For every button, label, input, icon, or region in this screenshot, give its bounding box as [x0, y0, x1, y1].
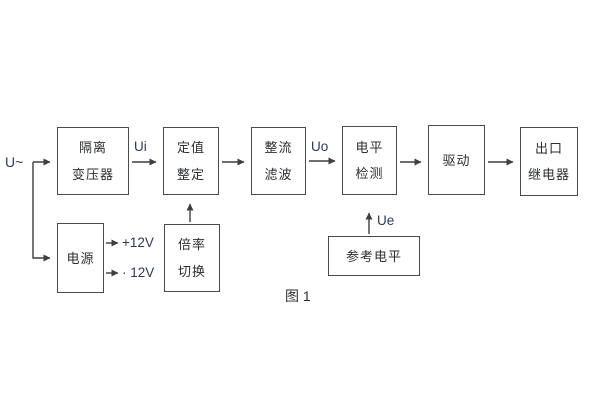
rail-label-negative-12v: · 12V	[122, 265, 155, 280]
figure-caption: 图 1	[285, 288, 311, 304]
block-power-supply: 电源	[57, 223, 104, 293]
block-label: 定值	[176, 140, 205, 156]
block-isolation-transformer: 隔离 变压器	[57, 127, 129, 195]
block-label: 倍率	[177, 237, 206, 253]
block-setting: 定值 整定	[163, 127, 219, 195]
block-label: 驱动	[442, 152, 471, 168]
block-label: 整定	[176, 166, 205, 182]
block-drive: 驱动	[428, 125, 485, 195]
block-reference-level: 参考电平	[328, 236, 420, 276]
block-output-relay: 出口 继电器	[520, 127, 578, 196]
block-label: 变压器	[71, 166, 114, 182]
block-label: 电平	[355, 139, 384, 155]
block-ratio-switch: 倍率 切换	[164, 224, 220, 292]
signal-label-ui: Ui	[134, 139, 147, 154]
block-label: 整流	[264, 140, 293, 156]
block-label: 出口	[534, 140, 563, 156]
signal-label-uo: Uo	[311, 139, 329, 154]
block-label: 检测	[355, 166, 384, 182]
block-label: 电源	[66, 250, 95, 266]
block-level-detection: 电平 检测	[342, 126, 397, 195]
rail-label-positive-12v: +12V	[122, 235, 154, 250]
block-label: 参考电平	[345, 248, 402, 264]
wire-input-to-power-supply	[32, 162, 51, 262]
signal-label-input: U~	[5, 154, 24, 170]
signal-label-ue: Ue	[377, 213, 395, 228]
block-label: 切换	[177, 263, 206, 279]
block-label: 滤波	[264, 166, 293, 182]
block-label: 隔离	[78, 140, 107, 156]
block-rectifier-filter: 整流 滤波	[251, 127, 306, 195]
block-label: 继电器	[527, 167, 570, 183]
